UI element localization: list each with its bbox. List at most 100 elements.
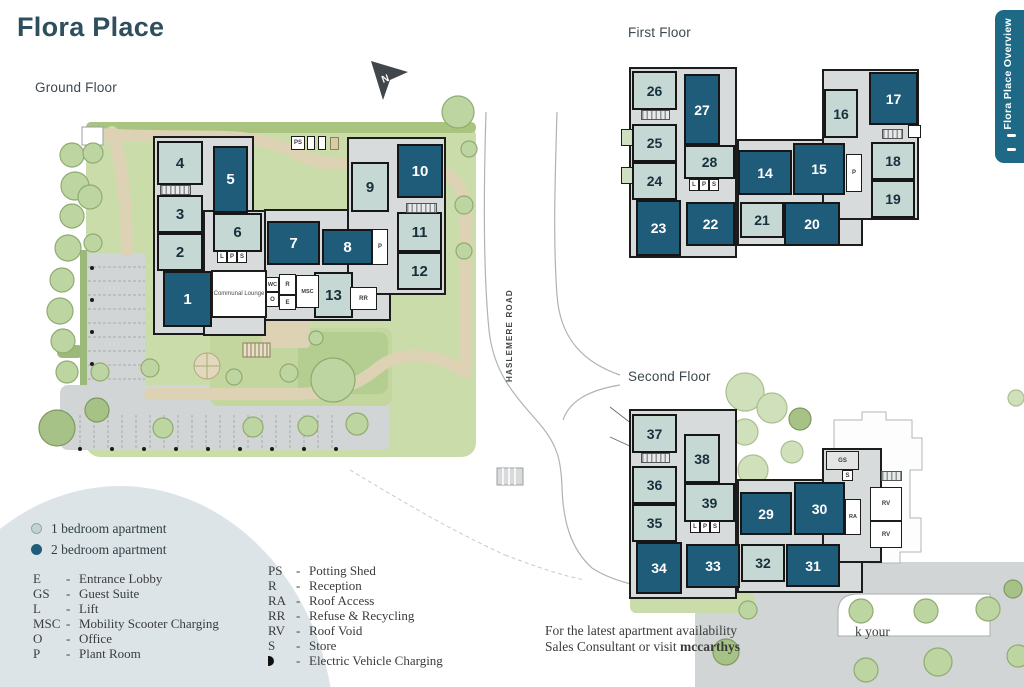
room-plant: P [699,179,709,191]
shed-box [330,137,339,150]
unit-3[interactable]: 3 [157,195,203,233]
unit-21[interactable]: 21 [740,202,784,238]
key-row-roof-void: RV-Roof Void [268,623,363,638]
unit-19[interactable]: 19 [871,180,915,218]
ev-charging-icon [268,656,274,666]
tab-dash-icon [1007,134,1016,137]
tab-dash-icon [1007,148,1016,151]
legend-item-1-bed: 1 bedroom apartment [31,521,166,537]
legend-item-2-bed: 2 bedroom apartment [31,542,166,558]
room-lift: L [690,521,700,533]
key-row-lift: L-Lift [33,601,99,616]
brand-link-text[interactable]: mccarthys [680,639,740,654]
key-row-msc: MSC-Mobility Scooter Charging [33,616,219,631]
unit-16[interactable]: 16 [824,89,858,138]
room-roof-void: RV [870,487,902,521]
unit-34[interactable]: 34 [636,542,682,594]
room-roof-access: RA [845,499,861,535]
unit-30[interactable]: 30 [794,482,845,535]
room-msc: MSC [296,275,319,308]
second-floor-label: Second Floor [628,369,711,384]
room-store: S [237,251,247,263]
room-entrance: E [279,295,296,310]
stairs [881,471,902,481]
unit-29[interactable]: 29 [740,492,792,535]
key-row-guest-suite: GS-Guest Suite [33,586,140,601]
stairs [641,453,670,463]
room-store: S [842,470,853,481]
unit-27[interactable]: 27 [684,74,720,145]
room-office: O [266,292,279,307]
unit-33[interactable]: 33 [686,544,740,588]
unit-9[interactable]: 9 [351,162,389,212]
key-row-plant-room: P-Plant Room [33,646,141,661]
unit-23[interactable]: 23 [636,200,681,256]
roof-box [908,125,921,138]
unit-31[interactable]: 31 [786,544,840,587]
unit-5[interactable]: 5 [213,146,248,213]
room-lift: L [689,179,699,191]
room-reception: R [279,274,296,295]
unit-32[interactable]: 32 [741,544,785,582]
unit-1[interactable]: 1 [163,271,212,327]
unit-12[interactable]: 12 [397,252,442,290]
unit-14[interactable]: 14 [738,150,792,195]
key-row-refuse-recycling: RR-Refuse & Recycling [268,608,415,623]
key-row-store: S-Store [268,638,337,653]
communal-lounge: Communal Lounge [211,270,267,318]
availability-line-1-fragment: k your [855,624,890,639]
unit-18[interactable]: 18 [871,142,915,180]
north-letter: N [380,73,391,86]
one-bed-dot-icon [31,523,42,534]
unit-15[interactable]: 15 [793,143,845,195]
stairs [882,129,903,139]
room-guest-suite: GS [826,451,859,470]
unit-8[interactable]: 8 [322,229,373,265]
room-lift: L [217,251,227,263]
room-wc: WC [266,277,279,292]
unit-10[interactable]: 10 [397,144,443,198]
room-refuse: RR [350,287,377,310]
key-row-office: O-Office [33,631,112,646]
unit-25[interactable]: 25 [632,124,677,162]
unit-24[interactable]: 24 [632,162,677,200]
page-title: Flora Place [17,12,165,42]
unit-38[interactable]: 38 [684,434,720,483]
unit-4[interactable]: 4 [157,141,203,185]
room-plant: P [846,154,862,192]
unit-26[interactable]: 26 [632,71,677,110]
unit-2[interactable]: 2 [157,233,203,271]
tab-label: Flora Place Overview [1002,18,1014,130]
ground-floor-label: Ground Floor [35,80,117,95]
unit-7[interactable]: 7 [267,221,320,265]
tab-flora-place-overview[interactable]: Flora Place Overview [995,10,1024,163]
unit-17[interactable]: 17 [869,72,918,125]
room-roof-void: RV [870,521,902,548]
unit-36[interactable]: 36 [632,466,677,504]
availability-line-1: For the latest apartment availability [545,623,737,638]
key-row-potting-shed: PS-Potting Shed [268,563,376,578]
unit-13[interactable]: 13 [314,272,353,318]
room-plant: P [700,521,710,533]
two-bed-dot-icon [31,544,42,555]
unit-6[interactable]: 6 [213,213,262,252]
stairs [406,203,437,213]
unit-20[interactable]: 20 [784,202,840,246]
unit-11[interactable]: 11 [397,212,442,252]
shed-box [318,136,326,150]
unit-35[interactable]: 35 [632,504,677,542]
unit-37[interactable]: 37 [632,414,677,453]
key-row-entrance: E-Entrance Lobby [33,571,163,586]
room-store: S [709,179,719,191]
unit-39[interactable]: 39 [684,483,735,522]
room-store: S [710,521,720,533]
unit-22[interactable]: 22 [686,202,735,246]
unit-28[interactable]: 28 [684,145,735,179]
stairs [641,110,670,120]
north-arrow: N [371,61,408,100]
key-row-ev-charging: -Electric Vehicle Charging [268,653,443,669]
availability-line-2: Sales Consultant or visit mccarthys [545,639,740,654]
key-row-roof-access: RA-Roof Access [268,593,375,608]
first-floor-label: First Floor [628,25,691,40]
